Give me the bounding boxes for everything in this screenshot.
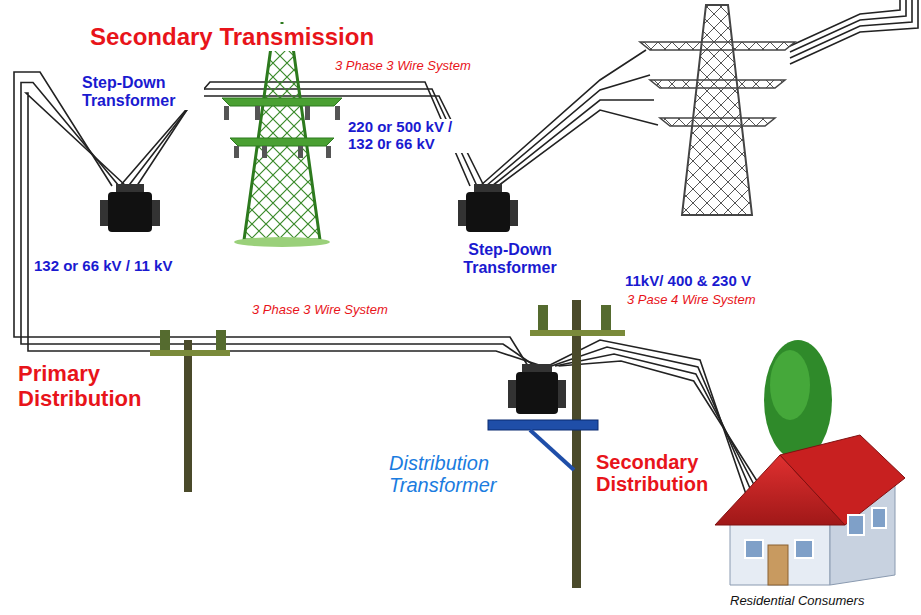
- transformer-label: Step-Down Transformer: [448, 241, 572, 277]
- system-note: 3 Pase 4 Wire System: [625, 293, 757, 308]
- house: [715, 435, 905, 585]
- wire: [790, 0, 918, 64]
- distribution-pole-right: [488, 300, 625, 588]
- step-down-transformer-right: [458, 184, 518, 232]
- wires: [14, 0, 918, 500]
- consumer-label: Residential Consumers: [728, 594, 866, 609]
- wire: [486, 75, 650, 186]
- voltage-ratio: 132 or 66 kV / 11 kV: [32, 258, 174, 275]
- system-note: 3 Phase 3 Wire System: [333, 59, 473, 74]
- section-title: Secondary Distribution: [594, 451, 728, 496]
- distribution-transformer: [516, 372, 558, 414]
- section-title: Secondary Transmission: [88, 24, 376, 51]
- wire: [790, 0, 906, 52]
- green-tower: [222, 22, 342, 247]
- transformer-label: Step-Down Transformer: [80, 74, 204, 110]
- transformer-label: Distribution Transformer: [387, 452, 541, 497]
- voltage-ratio: 11kV/ 400 & 230 V: [623, 273, 753, 290]
- section-title: Primary Distribution: [16, 362, 170, 411]
- voltage-ratio: 220 or 500 kV / 132 0r 66 kV: [346, 119, 478, 153]
- wire: [480, 50, 646, 186]
- transmission-tower: [640, 5, 795, 215]
- step-down-transformer-left: [100, 184, 160, 232]
- system-note: 3 Phase 3 Wire System: [250, 303, 390, 318]
- wire: [498, 110, 658, 186]
